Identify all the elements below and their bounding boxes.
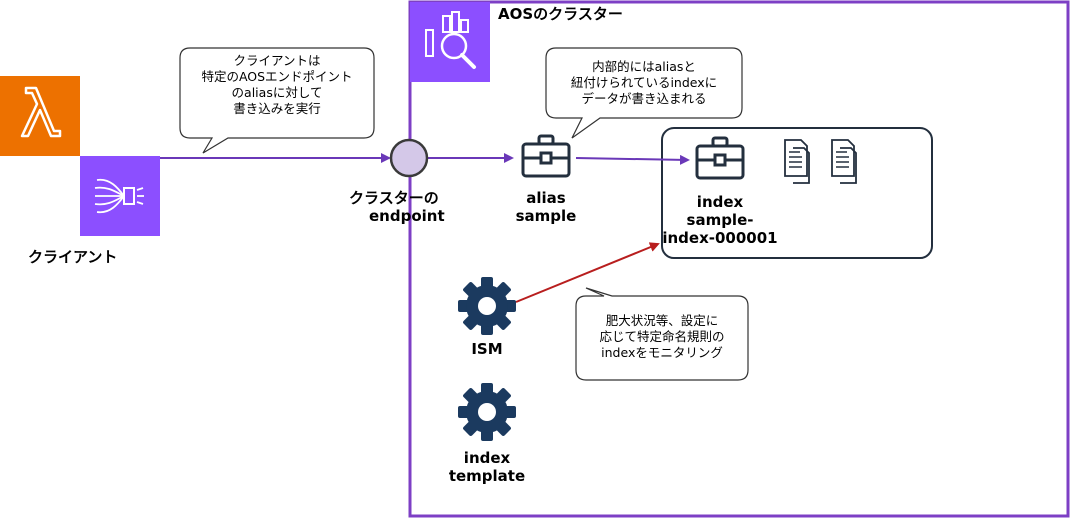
opensearch-icon bbox=[410, 2, 490, 82]
client-callout bbox=[179, 47, 375, 154]
alias-to-index-arrow bbox=[575, 154, 690, 165]
alias-callout-text: 内部的にはaliasと 紐付けられているindexに データが書き込まれる bbox=[570, 59, 718, 106]
index-briefcase-icon bbox=[695, 136, 745, 180]
document-icon bbox=[784, 139, 810, 184]
ism-to-index-arrow bbox=[515, 242, 660, 303]
client-label: クライアント bbox=[28, 248, 118, 266]
ism-callout-text: 肥大状況等、設定に 応じて特定命名規則の indexをモニタリング bbox=[599, 313, 725, 360]
lambda-icon bbox=[0, 76, 80, 156]
cluster-title: AOSのクラスター bbox=[498, 5, 623, 23]
endpoint-node bbox=[389, 138, 429, 178]
ism-callout bbox=[575, 287, 749, 381]
document-icon bbox=[831, 139, 857, 184]
template-label: index template bbox=[448, 449, 526, 485]
index-label: index sample- index-000001 bbox=[662, 193, 778, 247]
cluster-boundary bbox=[408, 0, 1070, 518]
alias-callout bbox=[545, 47, 743, 139]
template-gear-icon bbox=[458, 383, 516, 441]
ism-label: ISM bbox=[471, 340, 503, 358]
alias-briefcase-icon bbox=[521, 134, 571, 178]
client-callout-text: クライアントは 特定のAOSエンドポイント のaliasに対して 書き込みを実行 bbox=[201, 53, 353, 116]
client-sdk-icon bbox=[80, 156, 160, 236]
ism-gear-icon bbox=[458, 277, 516, 335]
endpoint-label: クラスターの endpoint bbox=[349, 189, 445, 225]
alias-label: alias sample bbox=[515, 189, 577, 225]
